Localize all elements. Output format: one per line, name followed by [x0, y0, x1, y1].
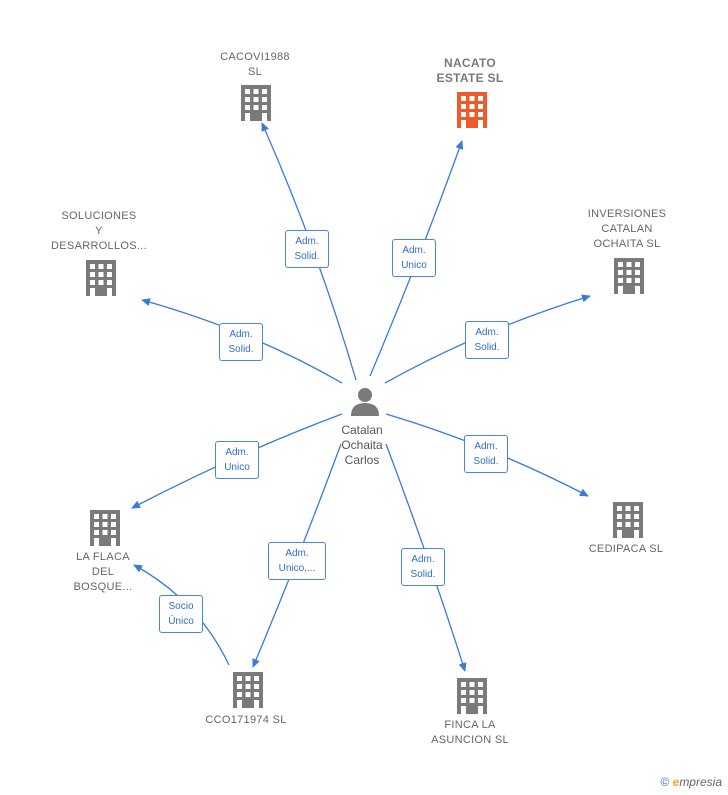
- building-icon-laflaca[interactable]: [90, 510, 120, 546]
- company-label-cedipaca[interactable]: CEDIPACA SL: [588, 543, 664, 555]
- edge-label-cco[interactable]: Adm. Unico,...: [268, 542, 326, 580]
- building-icon-finca[interactable]: [457, 678, 487, 714]
- building-icon-inversiones[interactable]: [614, 258, 644, 294]
- company-label-inversiones[interactable]: INVERSIONES CATALAN OCHAITA SL: [587, 208, 667, 250]
- copyright-symbol: ©: [660, 775, 670, 789]
- company-label-cacovi[interactable]: CACOVI1988 SL: [220, 51, 290, 78]
- building-icon-cacovi[interactable]: [241, 85, 271, 121]
- person-icon[interactable]: [351, 388, 379, 416]
- empresia-logo-e: e: [672, 775, 680, 789]
- building-icon-cedipaca[interactable]: [613, 502, 643, 538]
- edge-label-cco-laflaca[interactable]: Socio Único: [159, 595, 203, 633]
- edge-label-inversiones[interactable]: Adm. Solid.: [465, 321, 509, 359]
- edge-label-cacovi[interactable]: Adm. Solid.: [285, 230, 329, 268]
- footer-brand: © empresia: [660, 775, 722, 789]
- person-name-label[interactable]: Catalan Ochaita Carlos: [341, 423, 383, 467]
- edge-label-soluciones[interactable]: Adm. Solid.: [219, 323, 263, 361]
- building-icon-soluciones[interactable]: [86, 260, 116, 296]
- company-label-laflaca[interactable]: LA FLACA DEL BOSQUE...: [73, 551, 133, 593]
- empresia-logo-text: mpresia: [679, 775, 722, 789]
- company-label-soluciones[interactable]: SOLUCIONES Y DESARROLLOS...: [51, 210, 147, 252]
- edge-label-laflaca[interactable]: Adm. Unico: [215, 441, 259, 479]
- edge-label-nacato[interactable]: Adm. Unico: [392, 239, 436, 277]
- edge-label-finca[interactable]: Adm. Solid.: [401, 548, 445, 586]
- building-icon-nacato[interactable]: [457, 92, 487, 128]
- company-label-cco[interactable]: CCO171974 SL: [205, 714, 287, 726]
- edge-label-cedipaca[interactable]: Adm. Solid.: [464, 435, 508, 473]
- company-label-nacato[interactable]: NACATO ESTATE SL: [436, 56, 504, 85]
- company-label-finca[interactable]: FINCA LA ASUNCION SL: [431, 719, 509, 746]
- building-icon-cco[interactable]: [233, 672, 263, 708]
